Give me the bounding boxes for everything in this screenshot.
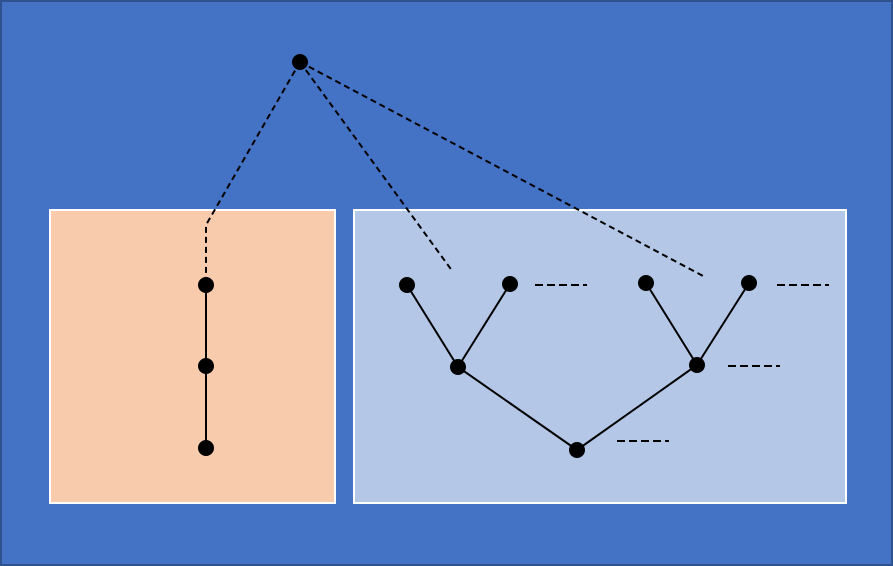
tree-node (399, 277, 415, 293)
chain-node (198, 440, 214, 456)
chain-node (198, 358, 214, 374)
chain-node (198, 277, 214, 293)
tree-edge (457, 366, 578, 451)
root-node (292, 54, 308, 70)
dashed-link-to-left-subtree (299, 61, 454, 273)
tree-edge (457, 283, 511, 368)
tree-node (741, 275, 757, 291)
tree-node (689, 357, 705, 373)
tree-edge (576, 364, 698, 451)
tree-edge (406, 284, 459, 368)
tree-node (450, 359, 466, 375)
tree-edge (645, 282, 698, 366)
dashed-link-to-right-subtree (299, 61, 706, 278)
left-panel (49, 209, 336, 504)
right-panel (353, 209, 847, 504)
tree-edge (696, 282, 750, 366)
tree-node (638, 275, 654, 291)
dashed-link-to-chain (205, 61, 301, 282)
tree-root-node (569, 442, 585, 458)
tree-node (502, 276, 518, 292)
